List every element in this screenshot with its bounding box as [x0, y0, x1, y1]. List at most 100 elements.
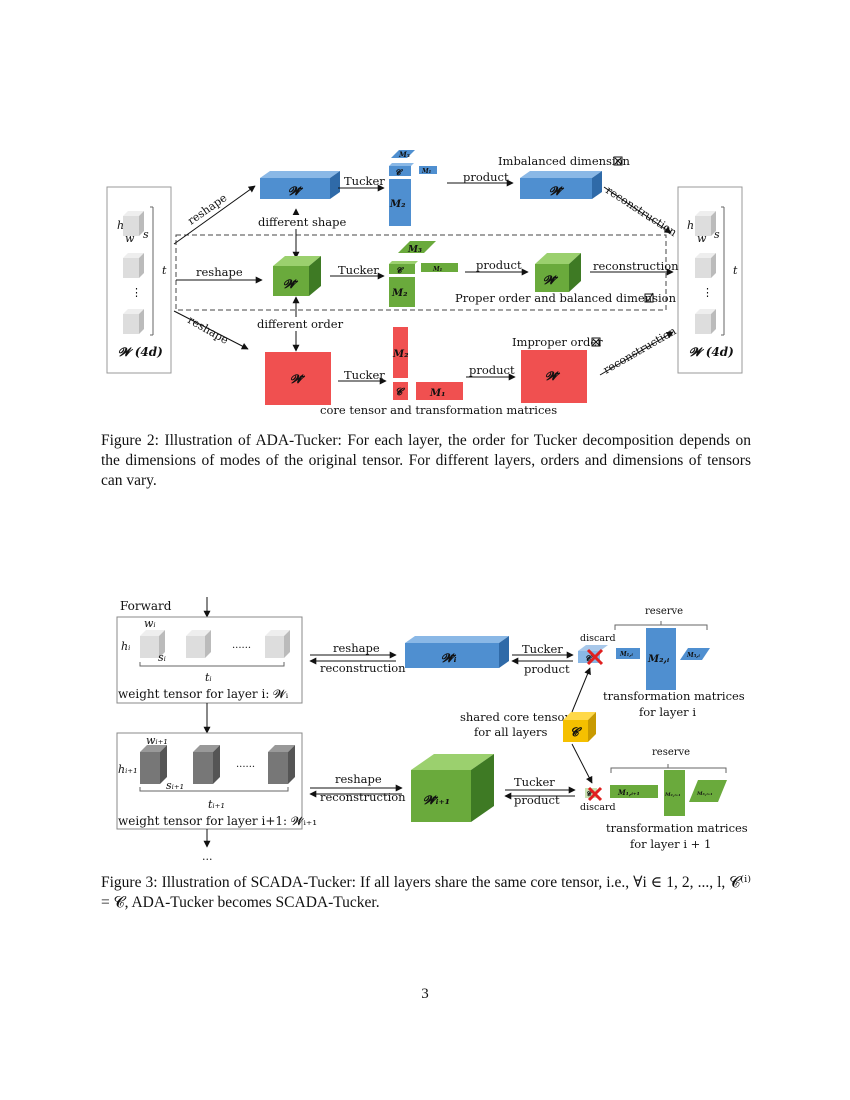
- tucker-label-middle: Tucker: [338, 263, 379, 277]
- layer-i1-dots: ......: [236, 759, 255, 770]
- shared-core-tensor: 𝓒: [563, 712, 596, 742]
- green-reconstructed-tensor: 𝓦̃: [535, 253, 581, 292]
- product-label-i: product: [524, 662, 570, 676]
- svg-text:M₁: M₁: [421, 168, 432, 175]
- dim-wi: wᵢ: [144, 617, 156, 630]
- svg-text:𝓒: 𝓒: [586, 789, 594, 798]
- svg-text:𝓦̃ᵢ: 𝓦̃ᵢ: [441, 651, 457, 665]
- tucker-label-bottom: Tucker: [344, 368, 385, 382]
- layer-i1-box: [116, 732, 303, 830]
- reshape-label-middle: reshape: [196, 265, 243, 279]
- discarded-core-i: 𝓒: [578, 645, 608, 666]
- dim-t-left: t: [162, 264, 167, 277]
- layer-i1-box-label: weight tensor for layer i+1: 𝓦ᵢ₊₁: [118, 814, 317, 828]
- figure-2-caption-text: Illustration of ADA-Tucker: For each lay…: [101, 432, 752, 489]
- green-core-and-matrices: M₃ 𝓒 M₁ M₂: [389, 241, 458, 307]
- discard-label-i1: discard: [580, 802, 616, 813]
- blue-reshaped-tensor-i: 𝓦̃ᵢ: [405, 636, 509, 668]
- reshape-arrow-top: [173, 185, 256, 245]
- svg-text:M₂,ᵢ₊₁: M₂,ᵢ₊₁: [664, 792, 681, 798]
- svg-text:M₁: M₁: [429, 388, 445, 399]
- svg-text:M₂: M₂: [392, 349, 409, 360]
- reserve-brace-i: [614, 621, 708, 630]
- svg-text:M₂: M₂: [389, 199, 406, 210]
- svg-text:M₃,ᵢ₊₁: M₃,ᵢ₊₁: [696, 791, 713, 797]
- svg-text:𝓦̃: 𝓦̃: [290, 372, 306, 386]
- left-tensor-label: 𝓦 (4d): [118, 345, 163, 359]
- figure-2-caption: Figure 2: Illustration of ADA-Tucker: Fo…: [101, 431, 751, 491]
- left-tensor-panel: [106, 186, 172, 374]
- svg-text:𝓒: 𝓒: [395, 387, 406, 398]
- svg-text:𝓒: 𝓒: [585, 653, 594, 663]
- red-core-and-matrices: M₂ 𝓒 M₁: [392, 327, 463, 400]
- core-tensor-caption: core tensor and transformation matrices: [320, 403, 557, 417]
- reserve-brace-i1: [610, 764, 727, 773]
- green-matrices-i1: M₁,ᵢ₊₁ M₂,ᵢ₊₁ M₃,ᵢ₊₁: [610, 770, 727, 816]
- product-label-i1: product: [514, 793, 560, 807]
- reserve-label-i: reserve: [645, 606, 683, 617]
- reshape-label-bottom: reshape: [186, 313, 231, 347]
- green-reshaped-tensor: 𝓦̃: [273, 256, 321, 296]
- reconstruction-label-i: reconstruction: [320, 661, 406, 675]
- reconstruction-label-middle: reconstruction: [593, 259, 679, 273]
- dim-h-right: h: [687, 219, 694, 232]
- reconstruction-arrow-top: [603, 186, 672, 234]
- figure-2: h w s t ⋮ 𝓦 (4d) h w s t ⋮ 𝓦 (4d) reshap…: [106, 150, 743, 417]
- blue-reshaped-tensor: 𝓦̃: [260, 171, 340, 199]
- red-reconstructed-tensor: 𝓦̃: [521, 350, 587, 403]
- svg-text:M₂: M₂: [391, 288, 408, 299]
- blue-core-and-matrices: M₃ 𝓒 M₁ M₂: [389, 150, 437, 226]
- dim-ti: tᵢ: [205, 671, 212, 684]
- tucker-label-i: Tucker: [522, 642, 563, 656]
- right-tensor-label: 𝓦 (4d): [689, 345, 734, 359]
- proper-check-icon: [644, 292, 654, 303]
- reconstruction-label-bottom: reconstruction: [601, 324, 678, 376]
- forward-label: Forward: [120, 599, 172, 613]
- layer-i-dots: ......: [232, 640, 251, 651]
- page-number: 3: [421, 986, 429, 1002]
- svg-text:𝓦̃: 𝓦̃: [288, 184, 304, 198]
- dim-ti1: tᵢ₊₁: [208, 798, 225, 811]
- product-label-bottom: product: [469, 363, 515, 377]
- figure-3-caption-text: Illustration of SCADA-Tucker: If all lay…: [101, 874, 752, 911]
- layer-i-cubes: [140, 630, 290, 658]
- tucker-label-top: Tucker: [344, 174, 385, 188]
- green-reshaped-tensor-i1: 𝓦̃ᵢ₊₁: [411, 754, 494, 822]
- svg-text:𝓒: 𝓒: [395, 167, 404, 177]
- tm-i-line1: transformation matrices: [603, 689, 745, 703]
- imbalanced-x-icon: [613, 156, 623, 166]
- dim-s-right: s: [714, 228, 720, 241]
- discard-x-icon-i: [586, 648, 604, 666]
- improper-order-label: Improper order: [512, 335, 603, 349]
- reshape-label-i1: reshape: [335, 772, 382, 786]
- proper-order-label: Proper order and balanced dimension: [455, 291, 677, 305]
- reshape-arrow-bottom: [173, 310, 249, 350]
- svg-text:𝓦̃: 𝓦̃: [543, 273, 559, 287]
- shared-core-line1: shared core tensor: [460, 710, 570, 724]
- blue-reconstructed-tensor: 𝓦̃: [520, 171, 602, 199]
- dim-hi: hᵢ: [121, 640, 130, 653]
- dim-hi1: hᵢ₊₁: [118, 763, 138, 776]
- proper-order-dashed-box: [175, 234, 667, 311]
- svg-text:M₃: M₃: [407, 245, 422, 255]
- discard-label-i: discard: [580, 633, 616, 644]
- svg-text:𝓦̃: 𝓦̃: [545, 369, 561, 383]
- svg-text:𝓒: 𝓒: [396, 265, 405, 275]
- dim-h-left: h: [117, 219, 124, 232]
- svg-text:𝓦̃ᵢ₊₁: 𝓦̃ᵢ₊₁: [423, 793, 450, 807]
- blue-matrices-i: M₁,ᵢ M₂,ᵢ M₃,ᵢ: [616, 628, 710, 690]
- svg-text:M₃: M₃: [398, 150, 410, 159]
- tm-i1-line1: transformation matrices: [606, 821, 748, 835]
- shared-core-arrow-down: [571, 743, 593, 784]
- reserve-label-i1: reserve: [652, 747, 690, 758]
- layer-continuation-dots: ...: [202, 850, 213, 863]
- different-shape-label: different shape: [258, 215, 347, 229]
- left-cube-stack: [123, 211, 144, 334]
- red-reshaped-tensor: 𝓦̃: [265, 352, 331, 405]
- reconstruction-label-i1: reconstruction: [320, 790, 406, 804]
- svg-text:M₁,ᵢ₊₁: M₁,ᵢ₊₁: [617, 788, 640, 797]
- tm-i-line2: for layer i: [639, 705, 696, 719]
- figure-3-caption: Figure 3: Illustration of SCADA-Tucker: …: [101, 873, 751, 913]
- dim-wi1: wᵢ₊₁: [146, 734, 168, 747]
- shared-core-line2: for all layers: [474, 725, 548, 739]
